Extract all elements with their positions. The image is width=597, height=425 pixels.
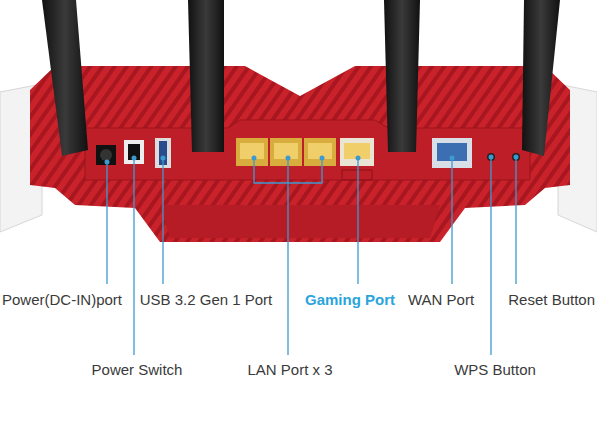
dc-in-port	[96, 145, 116, 165]
part-label: Power Switch	[92, 361, 183, 379]
leader-line	[162, 158, 163, 284]
lan-port	[236, 138, 268, 166]
leader-dot	[450, 156, 455, 161]
leader-line	[515, 157, 516, 284]
leader-line	[357, 158, 358, 284]
leader-dot	[161, 156, 166, 161]
antenna	[384, 0, 420, 152]
leader-line	[287, 158, 288, 355]
router-body	[30, 66, 570, 242]
gaming-port-marking	[342, 170, 372, 180]
part-label: WPS Button	[454, 361, 536, 379]
leader-dot	[132, 156, 137, 161]
dc-in-hole	[100, 149, 112, 161]
gaming-port	[340, 138, 374, 166]
highlight-label: Gaming Port	[305, 291, 395, 309]
antenna	[522, 0, 560, 156]
antenna	[188, 0, 224, 152]
leader-line	[490, 157, 491, 355]
part-label: Reset Button	[508, 291, 595, 309]
part-label: Power(DC-IN)port	[2, 291, 122, 309]
lan-port	[304, 138, 336, 166]
antenna	[42, 0, 88, 156]
part-label: USB 3.2 Gen 1 Port	[140, 291, 273, 309]
leader-line	[106, 162, 107, 284]
leader-line	[133, 158, 134, 355]
leader-dot	[105, 160, 110, 165]
wan-port-socket	[437, 143, 467, 161]
leader-dot	[356, 156, 361, 161]
leader-dot	[489, 155, 494, 160]
lan-port	[270, 138, 302, 166]
leader-line	[451, 158, 452, 284]
port-panel	[85, 120, 530, 180]
power-switch	[124, 140, 144, 164]
leader-dot	[514, 155, 519, 160]
power-switch-knob	[128, 144, 140, 160]
part-label: LAN Port x 3	[247, 361, 332, 379]
leader-dot	[286, 156, 291, 161]
leader-dot	[320, 156, 325, 161]
ethernet-ports	[236, 138, 374, 180]
leader-dots	[105, 155, 519, 165]
body-bottom	[160, 205, 440, 238]
leader-dot	[252, 156, 257, 161]
part-label: WAN Port	[408, 291, 474, 309]
leader-lines	[107, 157, 516, 355]
